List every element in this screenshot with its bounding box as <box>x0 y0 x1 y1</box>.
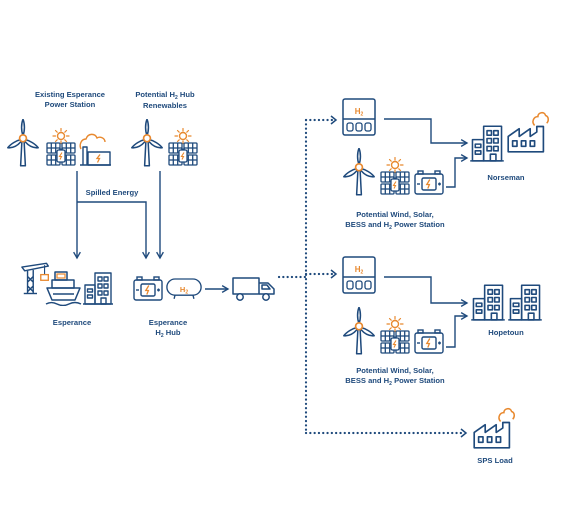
building-icon <box>471 284 505 321</box>
solar-panel-icon <box>380 316 410 354</box>
truck-icon <box>232 277 275 301</box>
fuel-cell-icon <box>342 98 376 136</box>
battery-icon <box>414 329 444 354</box>
factory-icon <box>507 111 550 153</box>
label-norseman: Norseman <box>487 173 525 182</box>
solar-panel-icon <box>380 157 410 195</box>
building-icon <box>83 272 113 305</box>
crane-icon <box>21 262 50 295</box>
solar-panel-icon <box>46 128 76 166</box>
battery-icon <box>414 170 444 195</box>
ship-icon <box>45 271 82 306</box>
label-hopetoun: Hopetoun <box>488 328 524 337</box>
svg-text:H2: H2 <box>355 107 364 118</box>
label-sps-load: SPS Load <box>477 456 513 465</box>
label-esperance: Esperance <box>52 318 92 327</box>
building-icon <box>470 125 504 162</box>
svg-text:H2: H2 <box>355 265 364 276</box>
solar-panel-icon <box>168 128 198 166</box>
label-esperance-hub: Esperance H2 Hub <box>148 318 188 339</box>
spilled-energy-arrows <box>73 171 164 260</box>
label-power-station-bottom: Potential Wind, Solar, BESS and H2 Power… <box>345 366 445 387</box>
label-power-station-top: Potential Wind, Solar, BESS and H2 Power… <box>345 210 445 231</box>
label-potential-hub: Potential H2 Hub Renewables <box>135 90 195 110</box>
label-existing-esperance: Existing Esperance Power Station <box>34 90 106 109</box>
fuel-cell-icon <box>342 256 376 294</box>
factory-icon <box>473 407 516 449</box>
wind-turbine-icon <box>6 119 40 167</box>
svg-text:H2: H2 <box>180 285 188 296</box>
dotted-arrowheads <box>330 115 468 438</box>
label-spilled-energy: Spilled Energy <box>85 188 139 197</box>
power-station-icon <box>79 133 112 166</box>
wind-turbine-icon <box>342 148 376 196</box>
wind-turbine-icon <box>130 119 164 167</box>
battery-icon <box>133 276 163 301</box>
norseman-arrows <box>384 118 469 188</box>
hopetoun-arrows <box>384 276 469 348</box>
dotted-connector <box>277 118 464 435</box>
wind-turbine-icon <box>342 307 376 355</box>
building-icon <box>508 284 542 321</box>
